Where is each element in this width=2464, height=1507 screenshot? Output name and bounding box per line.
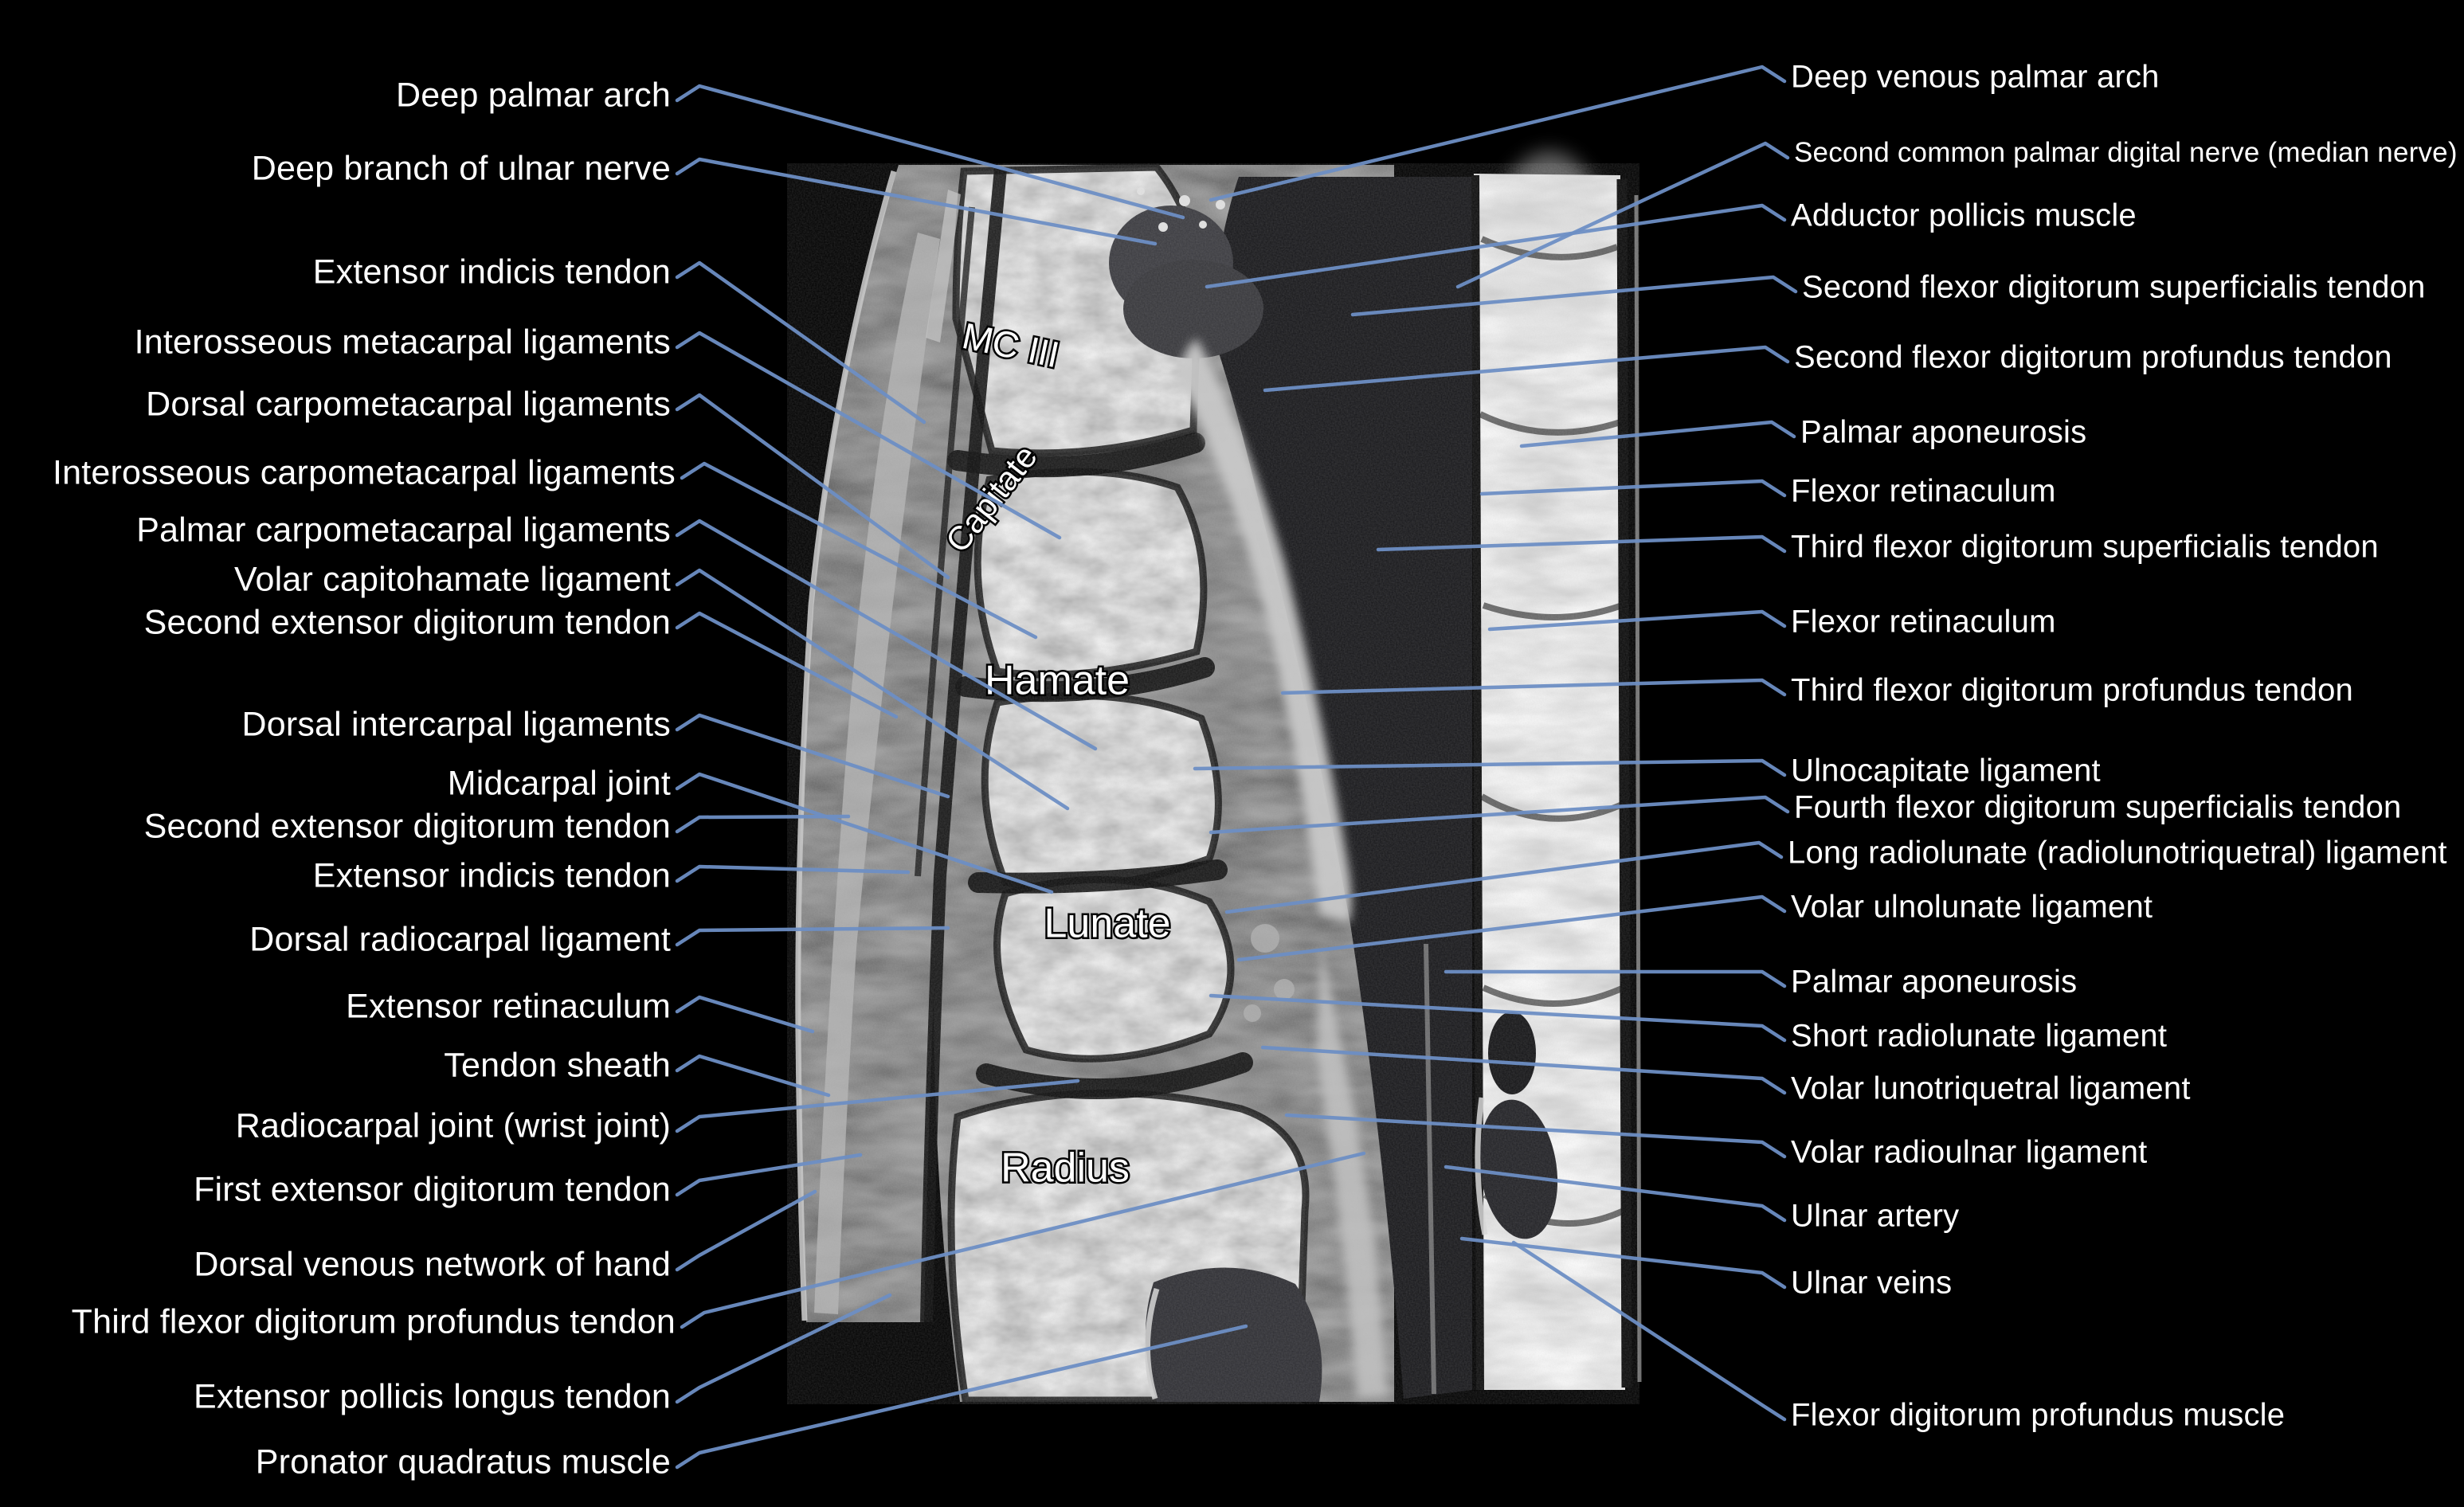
leader-line	[675, 568, 1070, 811]
anatomy-label-left: Dorsal carpometacarpal ligaments	[146, 385, 671, 424]
leader-line	[675, 611, 899, 719]
anatomy-label-right: Adductor pollicis muscle	[1791, 198, 2137, 233]
anatomy-label-left: Deep branch of ulnar nerve	[251, 149, 671, 188]
leader-line	[1479, 479, 1787, 498]
leader-line	[1260, 1045, 1787, 1095]
leader-line	[1280, 678, 1787, 697]
anatomy-label-left: Extensor pollicis longus tendon	[193, 1377, 671, 1416]
anatomy-label-right: Palmar aponeurosis	[1800, 414, 2087, 450]
anatomy-label-left: Extensor retinaculum	[346, 987, 671, 1026]
leader-line	[1208, 993, 1787, 1043]
leader-line	[675, 814, 851, 834]
anatomy-label-left: Radiocarpal joint (wrist joint)	[235, 1106, 671, 1145]
leader-line	[675, 84, 1185, 220]
leader-line	[675, 713, 950, 799]
anatomy-label-left: Extensor indicis tendon	[312, 252, 671, 292]
leader-line	[1205, 203, 1787, 289]
leader-line	[1444, 1164, 1787, 1223]
leader-line	[1444, 969, 1787, 988]
anatomy-label-left: Palmar carpometacarpal ligaments	[136, 511, 671, 550]
anatomy-label-left: Dorsal venous network of hand	[194, 1245, 671, 1284]
leader-line	[675, 519, 1098, 751]
anatomy-label-right: Volar radioulnar ligament	[1791, 1134, 2148, 1170]
leader-line	[680, 1151, 1366, 1329]
anatomy-label-right: Palmar aponeurosis	[1791, 964, 2078, 1000]
leader-line	[1208, 65, 1787, 202]
leader-line	[1459, 1236, 1787, 1290]
bone-label: Radius	[1001, 1145, 1130, 1192]
leader-line	[1511, 1240, 1787, 1422]
anatomy-label-right: Second flexor digitorum profundus tendon	[1794, 339, 2392, 375]
leader-line	[675, 1054, 831, 1098]
anatomy-label-right: Fourth flexor digitorum superficialis te…	[1794, 789, 2402, 825]
leader-line	[675, 1078, 1080, 1133]
leader-line	[1284, 1113, 1787, 1159]
leader-lines-group	[675, 65, 1798, 1470]
anatomy-label-right: Long radiolunate (radiolunotriquetral) l…	[1788, 835, 2447, 871]
leader-line	[1208, 795, 1790, 835]
anatomy-label-right: Flexor retinaculum	[1791, 473, 2056, 509]
anatomy-label-left: Dorsal radiocarpal ligament	[249, 920, 671, 959]
leader-line	[1263, 345, 1790, 393]
anatomy-label-right: Second common palmar digital nerve (medi…	[1794, 137, 2458, 169]
anatomy-label-left: Interosseous carpometacarpal ligaments	[53, 453, 676, 492]
leader-line	[675, 995, 815, 1034]
anatomy-label-right: Third flexor digitorum profundus tendon	[1791, 672, 2353, 708]
leader-line	[1224, 840, 1784, 914]
leader-line	[675, 1153, 863, 1197]
anatomy-label-left: Dorsal intercarpal ligaments	[241, 705, 671, 744]
leader-line	[675, 260, 926, 425]
anatomy-label-left: Extensor indicis tendon	[312, 856, 671, 895]
leader-line	[675, 157, 1158, 246]
anatomy-label-right: Ulnar veins	[1791, 1265, 1953, 1301]
leader-line	[675, 926, 950, 947]
mri-image	[787, 151, 1642, 1404]
anatomy-label-right: Deep venous palmar arch	[1791, 59, 2160, 95]
anatomy-label-right: Short radiolunate ligament	[1791, 1018, 2168, 1054]
leader-line	[1487, 609, 1787, 632]
anatomy-label-left: Deep palmar arch	[396, 76, 671, 115]
leader-line	[675, 1293, 892, 1404]
leader-line	[1376, 534, 1787, 554]
anatomy-label-right: Ulnocapitate ligament	[1791, 753, 2101, 789]
leader-line	[675, 864, 911, 883]
leader-line	[675, 331, 1062, 540]
anatomy-label-right: Flexor retinaculum	[1791, 604, 2056, 640]
leader-line	[1455, 141, 1790, 289]
leader-line	[1193, 758, 1787, 777]
leader-line	[680, 461, 1038, 640]
anatomy-label-right: Third flexor digitorum superficialis ten…	[1791, 529, 2379, 565]
anatomy-label-left: Second extensor digitorum tendon	[143, 807, 671, 846]
leader-line	[1236, 894, 1787, 962]
anatomy-label-right: Flexor digitorum profundus muscle	[1791, 1397, 2286, 1433]
leader-line	[1519, 420, 1796, 448]
anatomy-label-left: First extensor digitorum tendon	[194, 1170, 671, 1209]
anatomy-label-right: Volar lunotriquetral ligament	[1791, 1071, 2191, 1106]
anatomy-label-left: Third flexor digitorum profundus tendon	[71, 1302, 676, 1341]
anatomy-label-right: Ulnar artery	[1791, 1198, 1960, 1234]
anatomy-label-left: Second extensor digitorum tendon	[143, 603, 671, 642]
leader-line	[1350, 275, 1798, 317]
anatomy-label-left: Volar capitohamate ligament	[233, 560, 671, 599]
anatomy-label-left: Pronator quadratus muscle	[255, 1442, 671, 1482]
leader-line	[675, 1189, 817, 1272]
bone-label: Lunate	[1044, 901, 1170, 947]
anatomy-label-left: Midcarpal joint	[447, 764, 671, 803]
anatomy-label-right: Second flexor digitorum superficialis te…	[1802, 269, 2426, 305]
anatomy-label-left: Tendon sheath	[444, 1046, 671, 1085]
anatomy-label-right: Volar ulnolunate ligament	[1791, 889, 2153, 925]
anatomy-label-left: Interosseous metacarpal ligaments	[134, 323, 671, 362]
leader-line	[675, 772, 1054, 894]
leader-line	[675, 1324, 1248, 1470]
leader-line	[675, 393, 950, 580]
